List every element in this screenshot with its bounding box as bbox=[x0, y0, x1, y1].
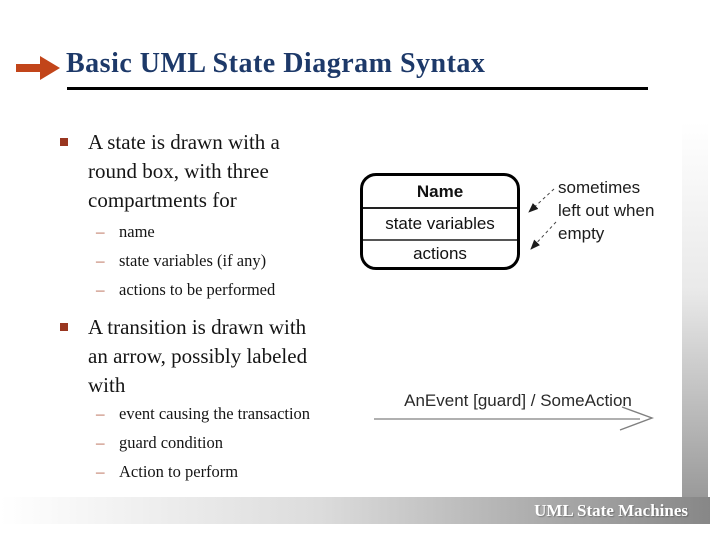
title-arrow-icon bbox=[16, 56, 60, 80]
sublist-transition: – event causing the transaction – guard … bbox=[96, 399, 310, 486]
dash-icon: – bbox=[96, 462, 105, 481]
state-name-compartment: Name bbox=[416, 181, 464, 201]
sub-bullet-text: Action to perform bbox=[119, 462, 239, 481]
bullet-text: A state is drawn with a round box, with … bbox=[88, 130, 280, 212]
bullet-item-state: A state is drawn with a round box, with … bbox=[60, 128, 280, 215]
sub-bullet: – Action to perform bbox=[96, 457, 310, 486]
dash-icon: – bbox=[96, 433, 105, 452]
title-underline bbox=[67, 87, 648, 90]
sub-bullet-text: name bbox=[119, 222, 155, 241]
dash-icon: – bbox=[96, 222, 105, 241]
footer-bar: UML State Machines bbox=[0, 497, 710, 524]
sub-bullet-text: state variables (if any) bbox=[119, 251, 267, 270]
sub-bullet: – actions to be performed bbox=[96, 275, 275, 304]
right-gradient-bar bbox=[682, 122, 708, 497]
dash-icon: – bbox=[96, 280, 105, 299]
annotation-text: sometimes left out when empty bbox=[558, 178, 655, 243]
footer-text: UML State Machines bbox=[534, 500, 688, 520]
sub-bullet: – name bbox=[96, 217, 275, 246]
bullet-square-icon bbox=[60, 323, 68, 331]
bullet-text: A transition is drawn with an arrow, pos… bbox=[88, 315, 308, 397]
state-variables-compartment: state variables bbox=[363, 207, 517, 239]
sub-bullet-text: actions to be performed bbox=[119, 280, 276, 299]
bullet-item-transition: A transition is drawn with an arrow, pos… bbox=[60, 313, 307, 400]
uml-state-box: Name state variables actions bbox=[360, 173, 520, 270]
annotation-arrow-upper bbox=[528, 188, 555, 213]
dash-icon: – bbox=[96, 251, 105, 270]
bullet-square-icon bbox=[60, 138, 68, 146]
sub-bullet: – state variables (if any) bbox=[96, 246, 275, 275]
state-actions-compartment: actions bbox=[363, 239, 517, 267]
transition-label: AnEvent [guard] / SomeAction bbox=[404, 391, 632, 410]
sublist-state: – name – state variables (if any) – acti… bbox=[96, 217, 275, 304]
dash-icon: – bbox=[96, 404, 105, 423]
sub-bullet: – event causing the transaction bbox=[96, 399, 310, 428]
sub-bullet: – guard condition bbox=[96, 428, 310, 457]
sub-bullet-text: event causing the transaction bbox=[119, 404, 311, 423]
page-title: Basic UML State Diagram Syntax bbox=[66, 48, 486, 79]
annotation-arrow-lower bbox=[530, 221, 557, 250]
sub-bullet-text: guard condition bbox=[119, 433, 224, 452]
